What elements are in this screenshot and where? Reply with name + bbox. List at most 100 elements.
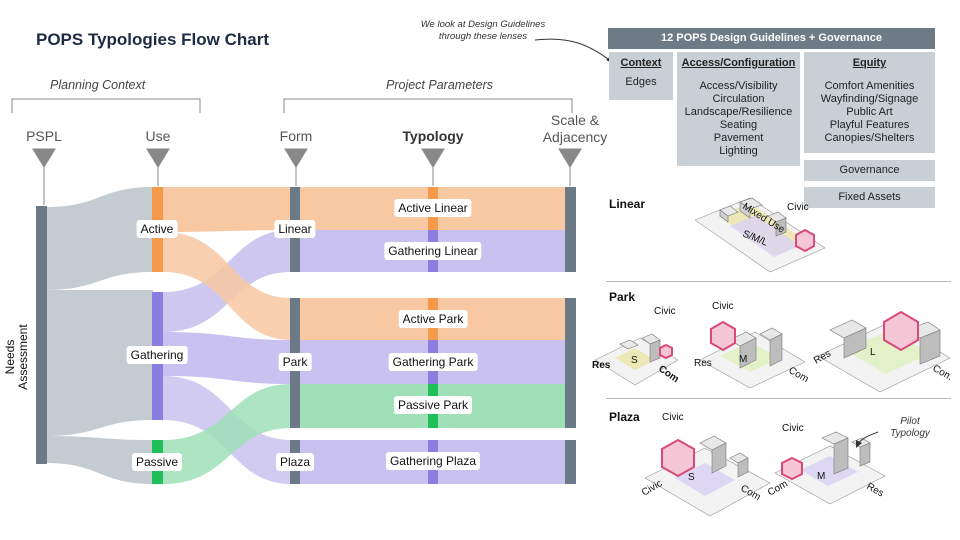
svg-text:L: L (870, 347, 876, 358)
use-arrow (146, 148, 170, 168)
svg-text:S: S (631, 355, 638, 366)
planning-bracket (11, 98, 201, 113)
label-linear: Linear (274, 220, 316, 238)
scale-arrow (558, 148, 582, 168)
access-item: Pavement (713, 132, 764, 144)
pspl-arrow (32, 148, 56, 168)
note-line1: We look at Design Guidelines (420, 19, 546, 30)
svg-text:Com: Com (656, 363, 681, 385)
svg-text:M: M (817, 471, 825, 482)
linear-illustration: Mixed Use S/M/L Civic (694, 197, 826, 273)
guidelines-header: 12 POPS Design Guidelines + Governance (608, 28, 935, 49)
equity-item: Wayfinding/Signage (820, 93, 919, 105)
context-head: Context (620, 57, 662, 69)
access-item: Lighting (719, 145, 758, 157)
flow-passive-park (163, 384, 291, 484)
project-bracket (283, 98, 573, 113)
flow-active-linear (163, 187, 291, 232)
plaza-small: Civic Civic S Com (640, 412, 771, 517)
needs-line1: Needs (3, 339, 17, 375)
svg-text:Civic: Civic (787, 202, 809, 213)
label-active-linear: Active Linear (394, 199, 472, 217)
svg-text:M: M (739, 354, 747, 365)
node-needs-assessment (36, 206, 47, 464)
note-arrow (534, 38, 614, 64)
pilot-line2: Typology (890, 428, 930, 439)
label-active: Active (136, 220, 178, 238)
flow-needs-active (46, 187, 153, 290)
linear-civic-hex (795, 228, 815, 253)
svg-text:Res: Res (694, 358, 712, 369)
needs-assessment-label: Needs Assessment (3, 312, 30, 402)
col-scale-line1: Scale & (550, 112, 600, 128)
node-scale-linear (565, 187, 576, 272)
park-small: Civic Res S Com (592, 306, 681, 386)
node-scale-park (565, 298, 576, 428)
planning-context-label: Planning Context (50, 78, 146, 92)
fixed-assets-box: Fixed Assets (804, 187, 935, 208)
project-parameters-label: Project Parameters (386, 78, 493, 92)
svg-text:Civic: Civic (662, 412, 684, 423)
typology-arrow (421, 148, 445, 168)
col-scale-line2: Adjacency (542, 129, 608, 145)
separator (606, 281, 951, 282)
svg-text:Civic: Civic (782, 423, 804, 434)
access-head: Access/Configuration (681, 57, 796, 69)
label-gathering-park: Gathering Park (388, 353, 478, 371)
flow-active-park (163, 232, 291, 340)
equity-head: Equity (852, 57, 887, 69)
col-form: Form (279, 128, 313, 144)
col-typology: Typology (402, 128, 464, 144)
node-scale-plaza (565, 440, 576, 484)
flow-chart (11, 98, 582, 484)
svg-text:Com: Com (787, 365, 811, 385)
col-pspl: PSPL (26, 128, 62, 144)
pilot-typology-note: Pilot Typology (880, 416, 940, 440)
access-item: Access/Visibility (699, 80, 778, 92)
park-large: Civic Res L Com (812, 310, 951, 393)
label-passive-park: Passive Park (393, 396, 473, 414)
context-box: Context Edges (609, 52, 673, 100)
park-medium: Civic Res M Com (694, 301, 811, 389)
equity-item: Public Art (846, 106, 893, 118)
label-plaza: Plaza (275, 453, 315, 471)
linear-heading: Linear (609, 197, 646, 211)
svg-text:Civic: Civic (654, 306, 676, 317)
access-box: Access/Configuration Access/Visibility C… (677, 52, 800, 166)
label-passive: Passive (131, 453, 183, 471)
park-illustrations: Civic Res S Com Civic Res M Com Civic Re… (592, 301, 951, 393)
plaza-illustrations: Civic Civic S Com Civic Com M Res (640, 412, 886, 517)
label-gathering-plaza: Gathering Plaza (385, 452, 481, 470)
governance-box: Governance (804, 160, 935, 181)
note-line2: through these lenses (438, 31, 528, 42)
flow-needs-passive (46, 436, 153, 484)
label-gathering: Gathering (126, 346, 188, 364)
plaza-heading: Plaza (609, 410, 640, 424)
equity-item: Playful Features (829, 119, 910, 131)
col-use: Use (145, 128, 171, 144)
equity-item: Comfort Amenities (824, 80, 915, 92)
label-gathering-linear: Gathering Linear (384, 242, 482, 260)
page-title: POPS Typologies Flow Chart (36, 30, 269, 49)
needs-line2: Assessment (16, 324, 30, 390)
flow-needs-gathering (46, 290, 153, 436)
access-item: Circulation (712, 93, 765, 105)
access-item: Landscape/Resilience (684, 106, 793, 118)
lenses-note: We look at Design Guidelines through the… (398, 19, 568, 43)
svg-text:Com: Com (766, 479, 790, 499)
plaza-medium: Civic Com M Res (766, 423, 886, 505)
label-active-park: Active Park (398, 310, 468, 328)
svg-text:Com: Com (931, 363, 951, 383)
park-heading: Park (609, 290, 636, 304)
col-scale-adjacency: Scale & Adjacency (535, 112, 615, 146)
label-park: Park (278, 353, 312, 371)
access-item: Seating (719, 119, 758, 131)
separator (606, 398, 951, 399)
svg-text:Civic: Civic (712, 301, 734, 312)
equity-box: Equity Comfort Amenities Wayfinding/Sign… (804, 52, 935, 153)
equity-item: Canopies/Shelters (824, 132, 915, 144)
pilot-line1: Pilot (900, 416, 920, 427)
svg-text:Res: Res (592, 360, 611, 371)
svg-text:S: S (688, 472, 695, 483)
flow-gathering-park (163, 332, 291, 384)
